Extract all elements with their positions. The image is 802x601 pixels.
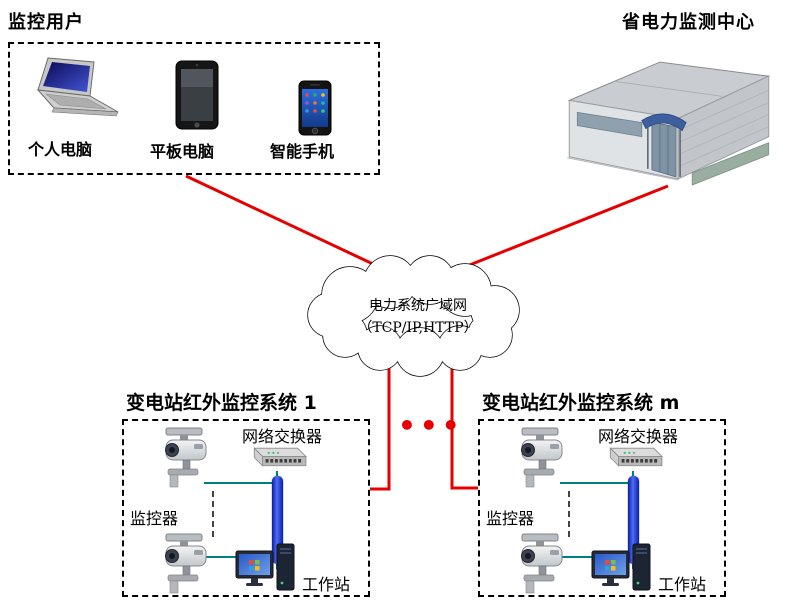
monitoring-center-building xyxy=(563,50,775,186)
camera-ellipsis-dashes xyxy=(568,491,570,537)
network-switch-icon xyxy=(246,442,308,473)
monitor-label: 监控器 xyxy=(130,509,179,528)
monitor-label: 监控器 xyxy=(486,509,535,528)
wan-cloud-line2: （TCP/IP,HTTP） xyxy=(358,319,478,336)
network-switch-icon xyxy=(602,442,664,473)
switch-label: 网络交换器 xyxy=(598,427,679,446)
switch-label: 网络交换器 xyxy=(242,427,323,446)
provincial-center-heading: 省电力监测中心 xyxy=(622,12,755,33)
camera-ellipsis-dashes xyxy=(212,491,214,537)
subsystem-m: 变电站红外监控系统 m 网络交换器 监控器 工作站 xyxy=(478,388,726,600)
pc-label: 个人电脑 xyxy=(28,140,93,159)
wan-cloud-text: 电力系统广域网 （TCP/IP,HTTP） xyxy=(338,296,498,339)
monitor-users-heading: 监控用户 xyxy=(8,12,84,33)
tablet-icon xyxy=(175,60,219,130)
ptz-camera-icon xyxy=(160,533,218,595)
ptz-camera-icon xyxy=(516,427,574,489)
ptz-camera-icon xyxy=(516,533,574,595)
subsystem-1-box: 网络交换器 监控器 工作站 xyxy=(122,419,370,597)
workstation-icon xyxy=(590,543,654,597)
subsystem-ellipsis: ••• xyxy=(398,409,464,442)
wan-cloud-line1: 电力系统广域网 xyxy=(369,298,467,314)
subsystem-m-box: 网络交换器 监控器 工作站 xyxy=(478,419,726,597)
workstation-label: 工作站 xyxy=(302,575,351,594)
smartphone-label: 智能手机 xyxy=(270,142,335,161)
wan-cloud-shape xyxy=(307,255,520,377)
smartphone-icon xyxy=(298,80,332,136)
ptz-camera-icon xyxy=(160,427,218,489)
ethernet-bus xyxy=(272,476,283,564)
workstation-label: 工作站 xyxy=(658,575,707,594)
tablet-label: 平板电脑 xyxy=(150,142,215,161)
user-devices-box: 个人电脑 平板电脑 智能手机 xyxy=(8,42,380,175)
subsystem-1-title: 变电站红外监控系统 1 xyxy=(126,392,317,414)
subsystem-1: 变电站红外监控系统 1 网络交换器 监控器 工作站 xyxy=(122,388,370,600)
subsystem-m-title: 变电站红外监控系统 m xyxy=(482,392,680,414)
laptop-icon xyxy=(32,56,122,128)
ethernet-bus xyxy=(628,476,639,564)
workstation-icon xyxy=(234,543,298,597)
